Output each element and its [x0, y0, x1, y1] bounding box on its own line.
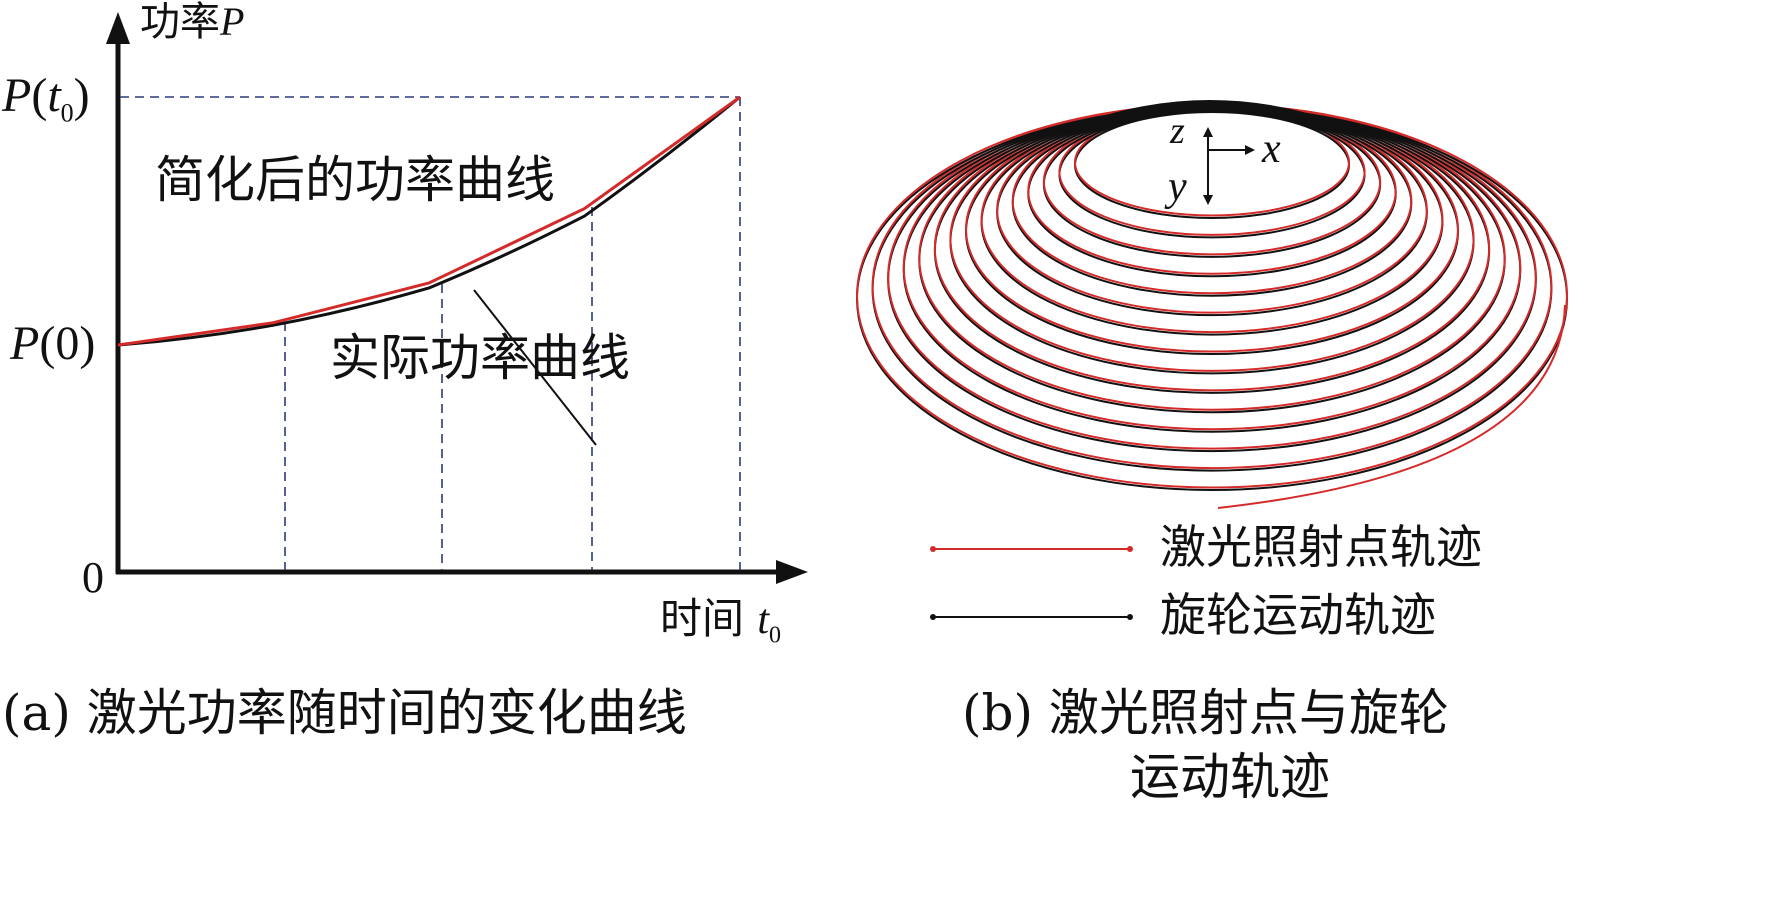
annotation-leader-line [473, 289, 597, 446]
origin-label: 0 [82, 553, 104, 602]
y-axis-label-symbol: P [220, 0, 245, 44]
t-symbol: t [47, 69, 61, 122]
paren: ) [73, 69, 90, 122]
curve-simplified [117, 95, 741, 347]
y-axis-label: 功率P [140, 0, 245, 45]
t-symbol: t [757, 597, 770, 643]
subscript: 0 [769, 622, 782, 649]
x-axis-label: 时间 t0 [660, 597, 782, 649]
y-tick-p-t0: P(t0) [2, 72, 90, 127]
spiral-trajectories [856, 103, 1568, 509]
annotation-actual-curve: 实际功率曲线 [330, 329, 630, 387]
caption-b-line1: (b) 激光照射点与旋轮 [962, 684, 1449, 742]
apex-cap [1090, 100, 1330, 120]
roller-ring [1074, 111, 1350, 219]
legend-roller-label: 旋轮运动轨迹 [1160, 588, 1436, 642]
caption-a: (a) 激光功率随时间的变化曲线 [2, 684, 687, 742]
axis-x-label: x [1262, 126, 1281, 172]
subscript: 0 [60, 98, 74, 128]
legend-laser-label: 激光照射点轨迹 [1160, 520, 1482, 574]
p-symbol: P [2, 69, 32, 122]
caption-b-line2: 运动轨迹 [1130, 748, 1330, 806]
curve-actual [117, 95, 741, 347]
paren: ( [31, 69, 48, 122]
axis-z-label: z [1170, 110, 1185, 152]
y-axis-label-text: 功率 [140, 0, 220, 45]
x-axis-label-text: 时间 [660, 594, 745, 643]
p0-arg: (0) [39, 317, 96, 370]
dashed-guides [120, 96, 741, 570]
y-tick-p0: P(0) [10, 320, 95, 368]
p-symbol: P [10, 317, 40, 370]
x-axis-arrow [776, 560, 808, 584]
annotation-simplified-curve: 简化后的功率曲线 [155, 151, 555, 209]
axis-y-label: y [1168, 164, 1187, 210]
y-axis-arrow [106, 12, 130, 44]
laser-tail [1217, 304, 1566, 509]
